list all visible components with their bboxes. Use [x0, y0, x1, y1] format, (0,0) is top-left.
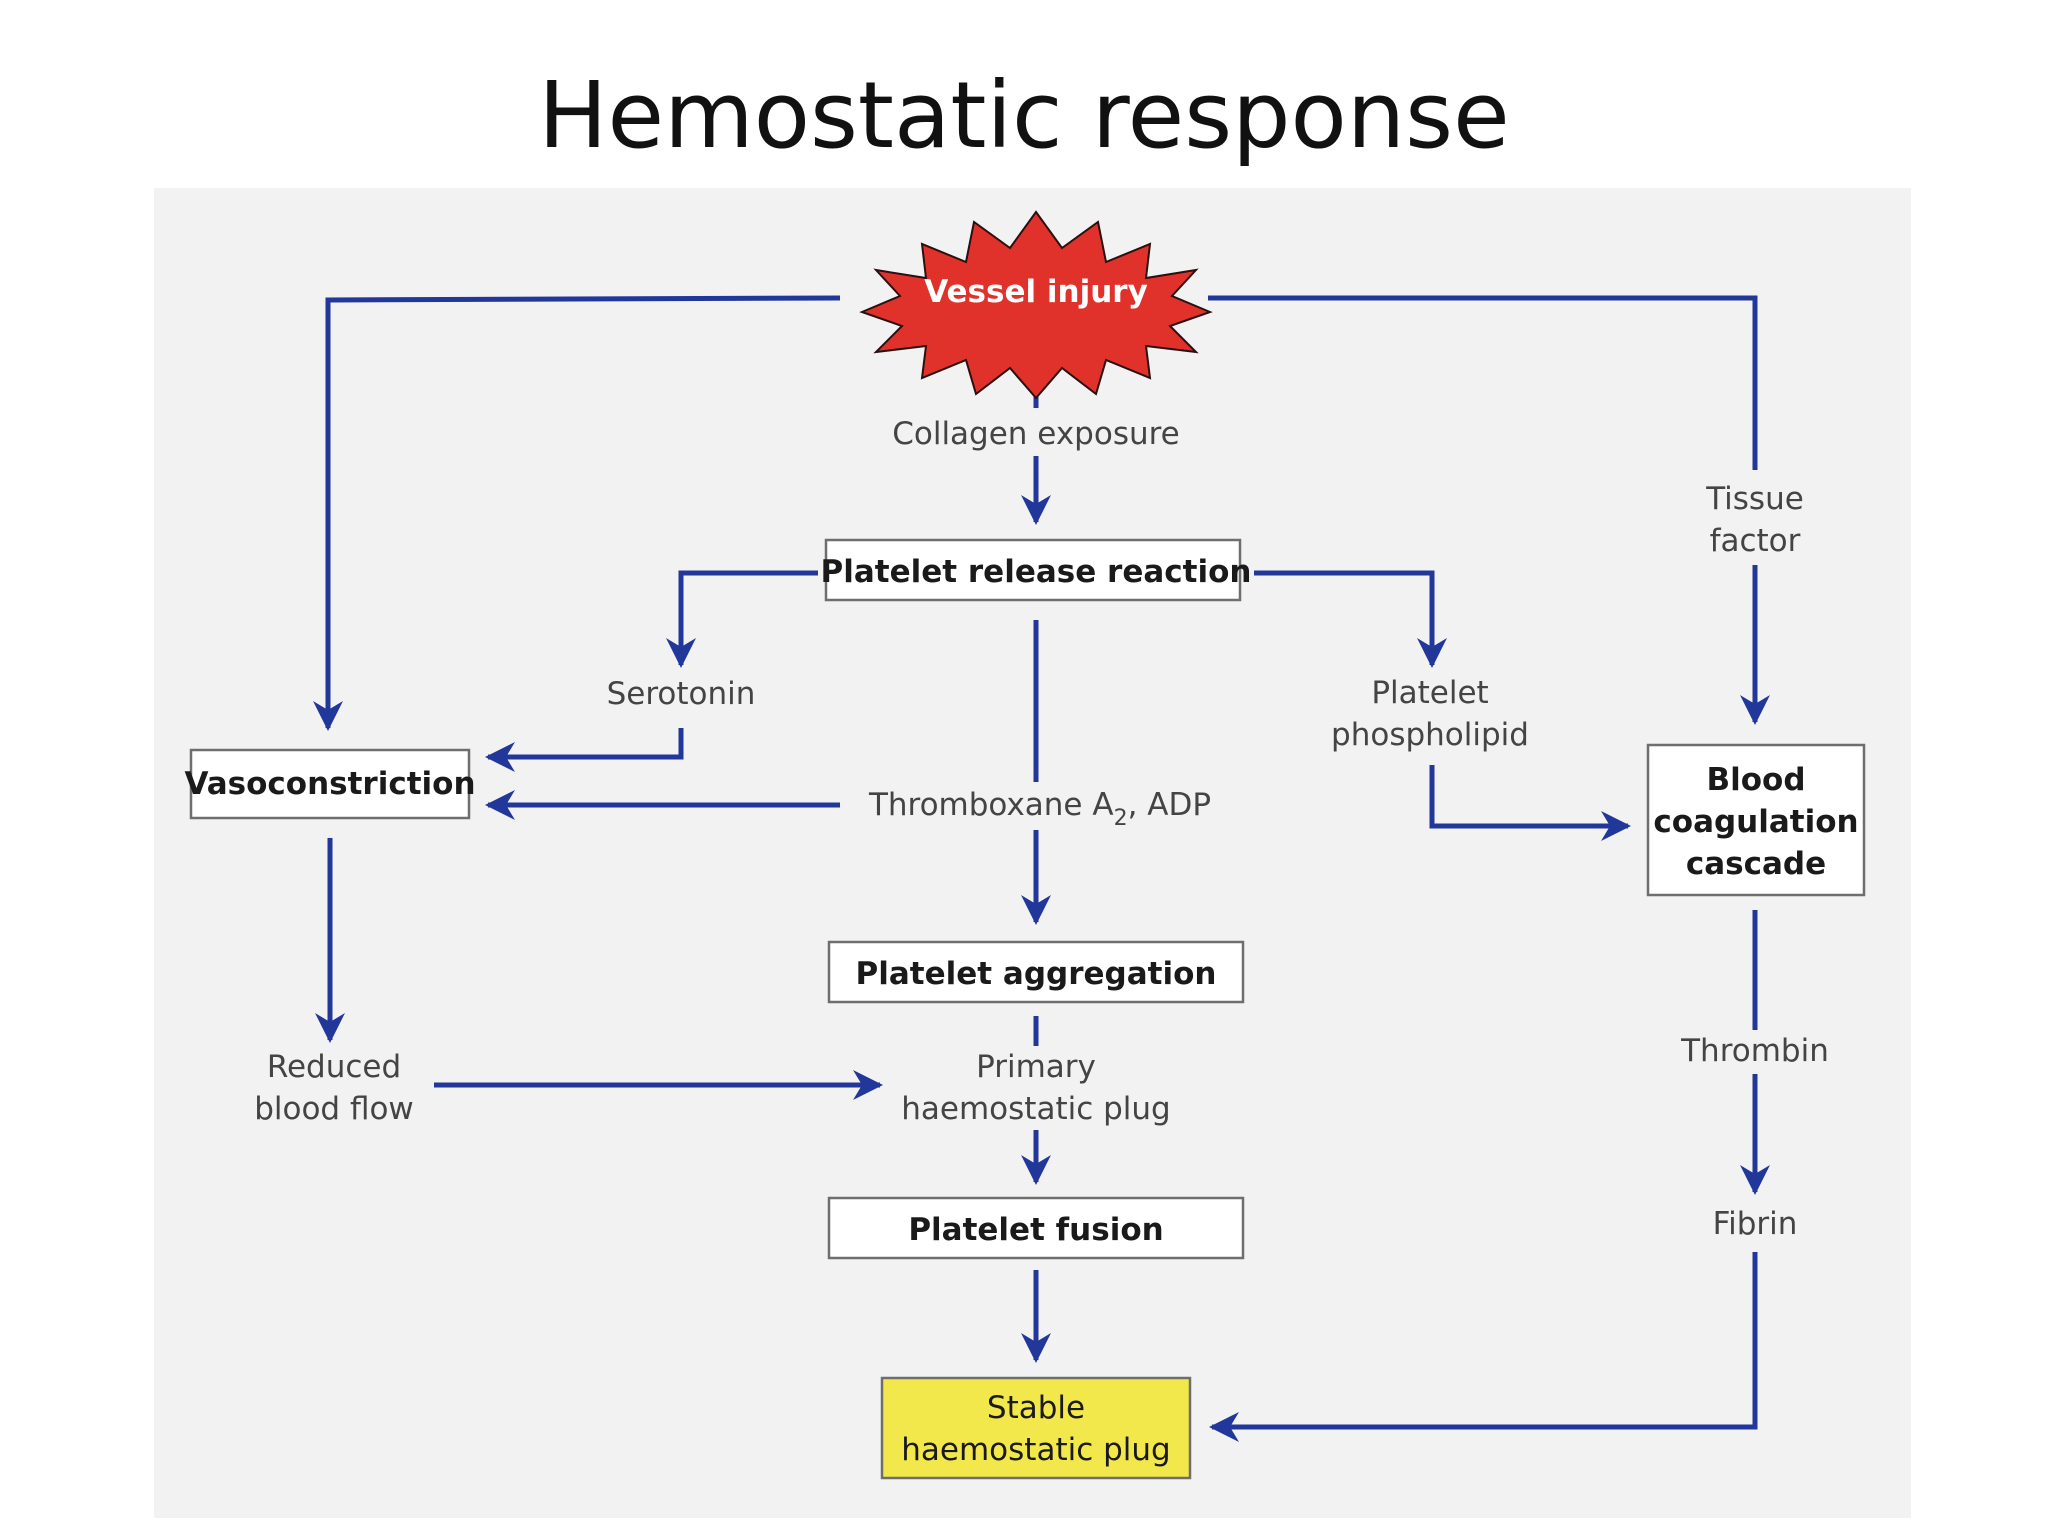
arrow-injury-to-vasoconstriction	[313, 295, 841, 731]
platelet-release-box	[824, 538, 1242, 602]
tissue-factor-label-line-1: Tissue	[1705, 481, 1804, 517]
page-title: Hemostatic response	[538, 62, 1510, 169]
primary-plug-label-line-2: haemostatic plug	[901, 1091, 1170, 1127]
phospholipid-label-line-2: phospholipid	[1331, 717, 1529, 753]
platelet-aggregation-label: Platelet aggregation	[856, 956, 1217, 992]
stable-plug-line-2: haemostatic plug	[901, 1432, 1170, 1468]
platelet-release-label: Platelet release reaction	[821, 554, 1252, 590]
arrow-fibrin-to-stable-plug	[1209, 1252, 1758, 1442]
cascade-label-line-3: cascade	[1686, 846, 1826, 882]
platelet-aggregation-box	[827, 940, 1245, 1004]
diagram-panel	[154, 188, 1911, 1518]
stable-plug-box	[880, 1376, 1192, 1480]
cascade-label-line-1: Blood	[1706, 762, 1805, 798]
arrow-phospholipid-to-cascade	[1429, 765, 1631, 841]
vasoconstriction-label: Vasoconstriction	[184, 766, 475, 802]
primary-plug-label-line-1: Primary	[976, 1049, 1096, 1085]
stable-plug-line-1: Stable	[987, 1390, 1085, 1426]
arrow-injury-to-tissue-factor	[1208, 295, 1758, 470]
arrow-release-to-phospholipid	[1254, 570, 1447, 668]
serotonin-label: Serotonin	[607, 676, 756, 712]
phospholipid-label-line-1: Platelet	[1371, 675, 1488, 711]
fibrin-label: Fibrin	[1713, 1206, 1798, 1242]
platelet-fusion-label: Platelet fusion	[908, 1212, 1163, 1248]
arrow-release-to-serotonin	[666, 570, 818, 668]
platelet-fusion-box	[827, 1196, 1245, 1260]
vessel-injury-burst-icon	[859, 210, 1213, 400]
arrow-serotonin-to-vasoconstriction	[485, 728, 684, 772]
collagen-exposure-label: Collagen exposure	[892, 416, 1180, 452]
reduced-flow-label-line-2: blood flow	[254, 1091, 414, 1127]
vessel-injury-label: Vessel injury	[924, 274, 1148, 310]
thromboxane-label: Thromboxane A2, ADP	[868, 787, 1211, 831]
cascade-label-line-2: coagulation	[1653, 804, 1858, 840]
thrombin-label: Thrombin	[1680, 1033, 1829, 1069]
coagulation-cascade-box	[1646, 743, 1866, 897]
tissue-factor-label-line-2: factor	[1710, 523, 1801, 559]
reduced-flow-label-line-1: Reduced	[267, 1049, 401, 1085]
vasoconstriction-box	[189, 748, 471, 820]
